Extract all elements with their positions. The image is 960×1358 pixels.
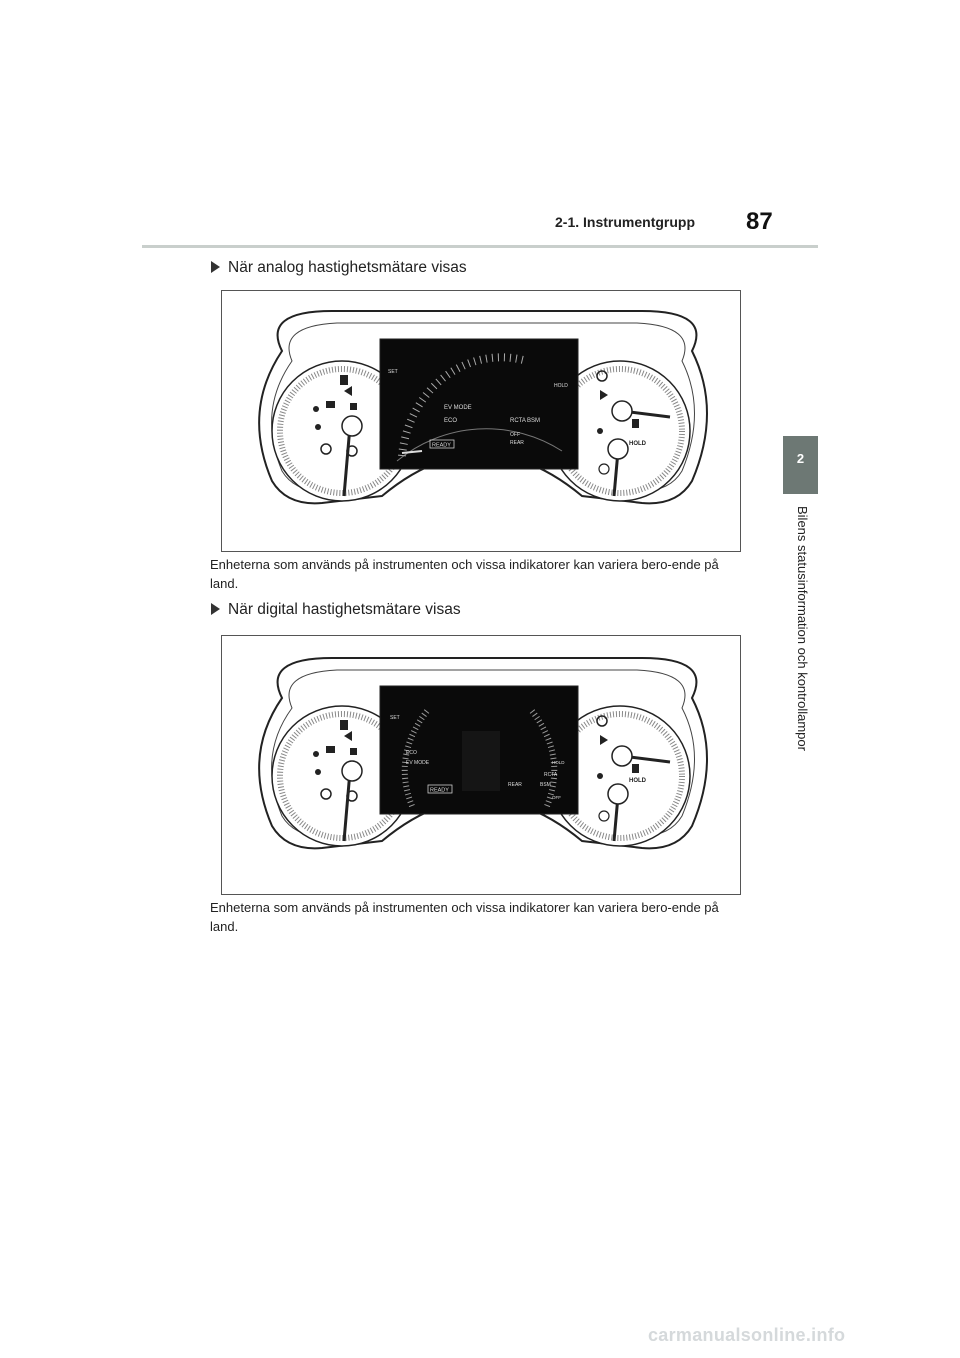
triangle-bullet-icon: [211, 602, 220, 615]
page-number: 87: [746, 208, 773, 235]
eco-label-2: ECO: [406, 750, 417, 756]
chapter-side-title-wrap: Bilens statusinformation och kontrollamp…: [795, 506, 820, 826]
hold-label: HOLD: [629, 441, 647, 447]
heading-analog: När analog hastighetsmätare visas: [211, 259, 467, 277]
heading-digital-text: När digital hastighetsmätare visas: [228, 601, 461, 618]
ready-label: READY: [432, 443, 451, 449]
figure-analog-cluster: EV MODE ECO READY RCTA BSM OFF REAR HOLD…: [221, 290, 741, 552]
digital-cluster-illustration: EV MODE ECO READY RCTA BSM REAR OFF HOLD…: [258, 657, 708, 850]
hold-label-screen: HOLD: [554, 383, 568, 389]
caption-digital: Enheterna som används på instrumenten oc…: [210, 900, 719, 934]
caption-analog: Enheterna som används på instrumenten oc…: [210, 557, 719, 591]
analog-cluster-illustration: EV MODE ECO READY RCTA BSM OFF REAR HOLD…: [258, 310, 708, 505]
bsm-label-2: BSM: [540, 782, 551, 788]
heading-analog-text: När analog hastighetsmätare visas: [228, 259, 467, 276]
rcta-label: RCTA: [510, 418, 526, 424]
watermark: carmanualsonline.info: [648, 1325, 846, 1345]
header-rule: [142, 245, 818, 248]
off-label: OFF: [510, 432, 520, 438]
section-header: 2-1. Instrumentgrupp: [555, 214, 696, 230]
ev-mode-label-2: EV MODE: [406, 760, 430, 766]
rcta-label-2: RCTA: [544, 772, 558, 778]
hold-label-screen-2: HOLD: [552, 760, 565, 765]
triangle-bullet-icon: [211, 260, 220, 273]
eco-label: ECO: [444, 418, 457, 424]
set-label-2: SET: [390, 715, 400, 721]
chapter-tab[interactable]: [783, 436, 818, 494]
ready-label-2: READY: [430, 788, 449, 794]
bsm-label: BSM: [527, 418, 540, 424]
set-label: SET: [388, 369, 398, 375]
chapter-side-title: Bilens statusinformation och kontrollamp…: [795, 506, 810, 751]
off-label-2: OFF: [552, 795, 561, 800]
rear-label: REAR: [510, 440, 524, 446]
heading-digital: När digital hastighetsmätare visas: [211, 601, 461, 619]
ev-mode-label: EV MODE: [444, 405, 472, 411]
chapter-tab-number: 2: [796, 451, 805, 466]
rear-label-2: REAR: [508, 782, 522, 788]
figure-digital-cluster: EV MODE ECO READY RCTA BSM REAR OFF HOLD…: [221, 635, 741, 895]
hold-label-2: HOLD: [629, 778, 647, 784]
